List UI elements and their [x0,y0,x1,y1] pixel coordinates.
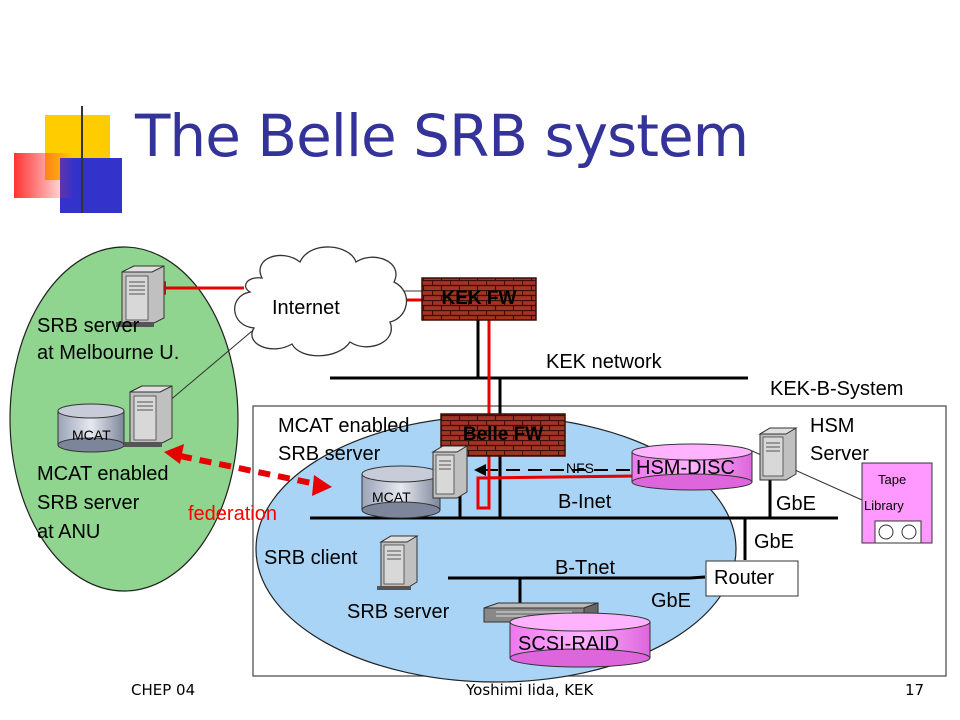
anu-mcat-cylinder [57,403,125,453]
federation-label: federation [188,503,277,525]
federation-arrow [164,444,332,496]
internet-label: Internet [272,297,340,319]
slide-title: The Belle SRB system [135,102,749,170]
belle-fw-label: Belle FW [462,424,544,445]
b-inet-label: B-Inet [558,491,612,513]
srb-client-icon [377,535,419,590]
b-tnet-label: B-Tnet [555,557,616,579]
footer-left: CHEP 04 [131,681,196,699]
kek-b-system-label: KEK-B-System [770,378,904,400]
kek-mcat-server-icon [431,445,469,499]
anu-label-line2: SRB server [37,492,140,514]
anu-server-icon [124,385,173,447]
kek-mcat-cylinder-label: MCAT [372,489,411,505]
anu-label-line1: MCAT enabled [37,463,169,485]
footer-page-number: 17 [905,681,925,699]
hsm-server-icon [758,427,798,481]
footer-center: Yoshimi Iida, KEK [466,681,594,699]
tape-library-icon [861,462,933,544]
title-decoration [14,106,870,213]
kek-network-label: KEK network [546,351,662,373]
anu-mcat-label: MCAT [72,427,111,443]
router-box [705,560,799,597]
deco-red-square [14,153,74,198]
internet-cloud [234,246,408,357]
kek-fw-label: KEK FW [441,288,517,309]
nfs-label: NFS [566,460,594,476]
router-btnet-link [689,575,706,580]
hsm-server-label-line1: HSM [810,415,855,437]
melbourne-server-icon [116,265,165,327]
hsm-server-label-line2: Server [810,443,869,465]
hsm-disc-cylinder [631,443,753,491]
kek-mcat-cylinder [361,465,441,519]
gbe-router-label: GbE [754,531,795,553]
kek-mcat-label-line1: MCAT enabled [278,415,410,437]
melbourne-label-line2: at Melbourne U. [37,342,180,364]
router-label: Router [714,567,775,589]
melbourne-label-line1: SRB server [37,315,140,337]
anu-internet-line [167,325,259,403]
nfs-arrowhead [474,464,486,476]
gbe-hsm-label: GbE [776,493,817,515]
srb-server-kek-label: SRB server [347,601,450,623]
kek-mcat-label-line2: SRB server [278,443,381,465]
anu-label-line3: at ANU [37,521,101,543]
scsi-raid-cylinder [509,612,651,668]
hsm-disc-label: HSM-DISC [636,457,735,479]
gbe-raid-label: GbE [651,590,692,612]
tape-library-label-line2: Library [864,498,904,513]
srb-client-label: SRB client [264,547,358,569]
kek-firewall [421,277,537,321]
tape-library-label-line1: Tape [878,472,907,487]
scsi-raid-label: SCSI-RAID [518,633,620,655]
